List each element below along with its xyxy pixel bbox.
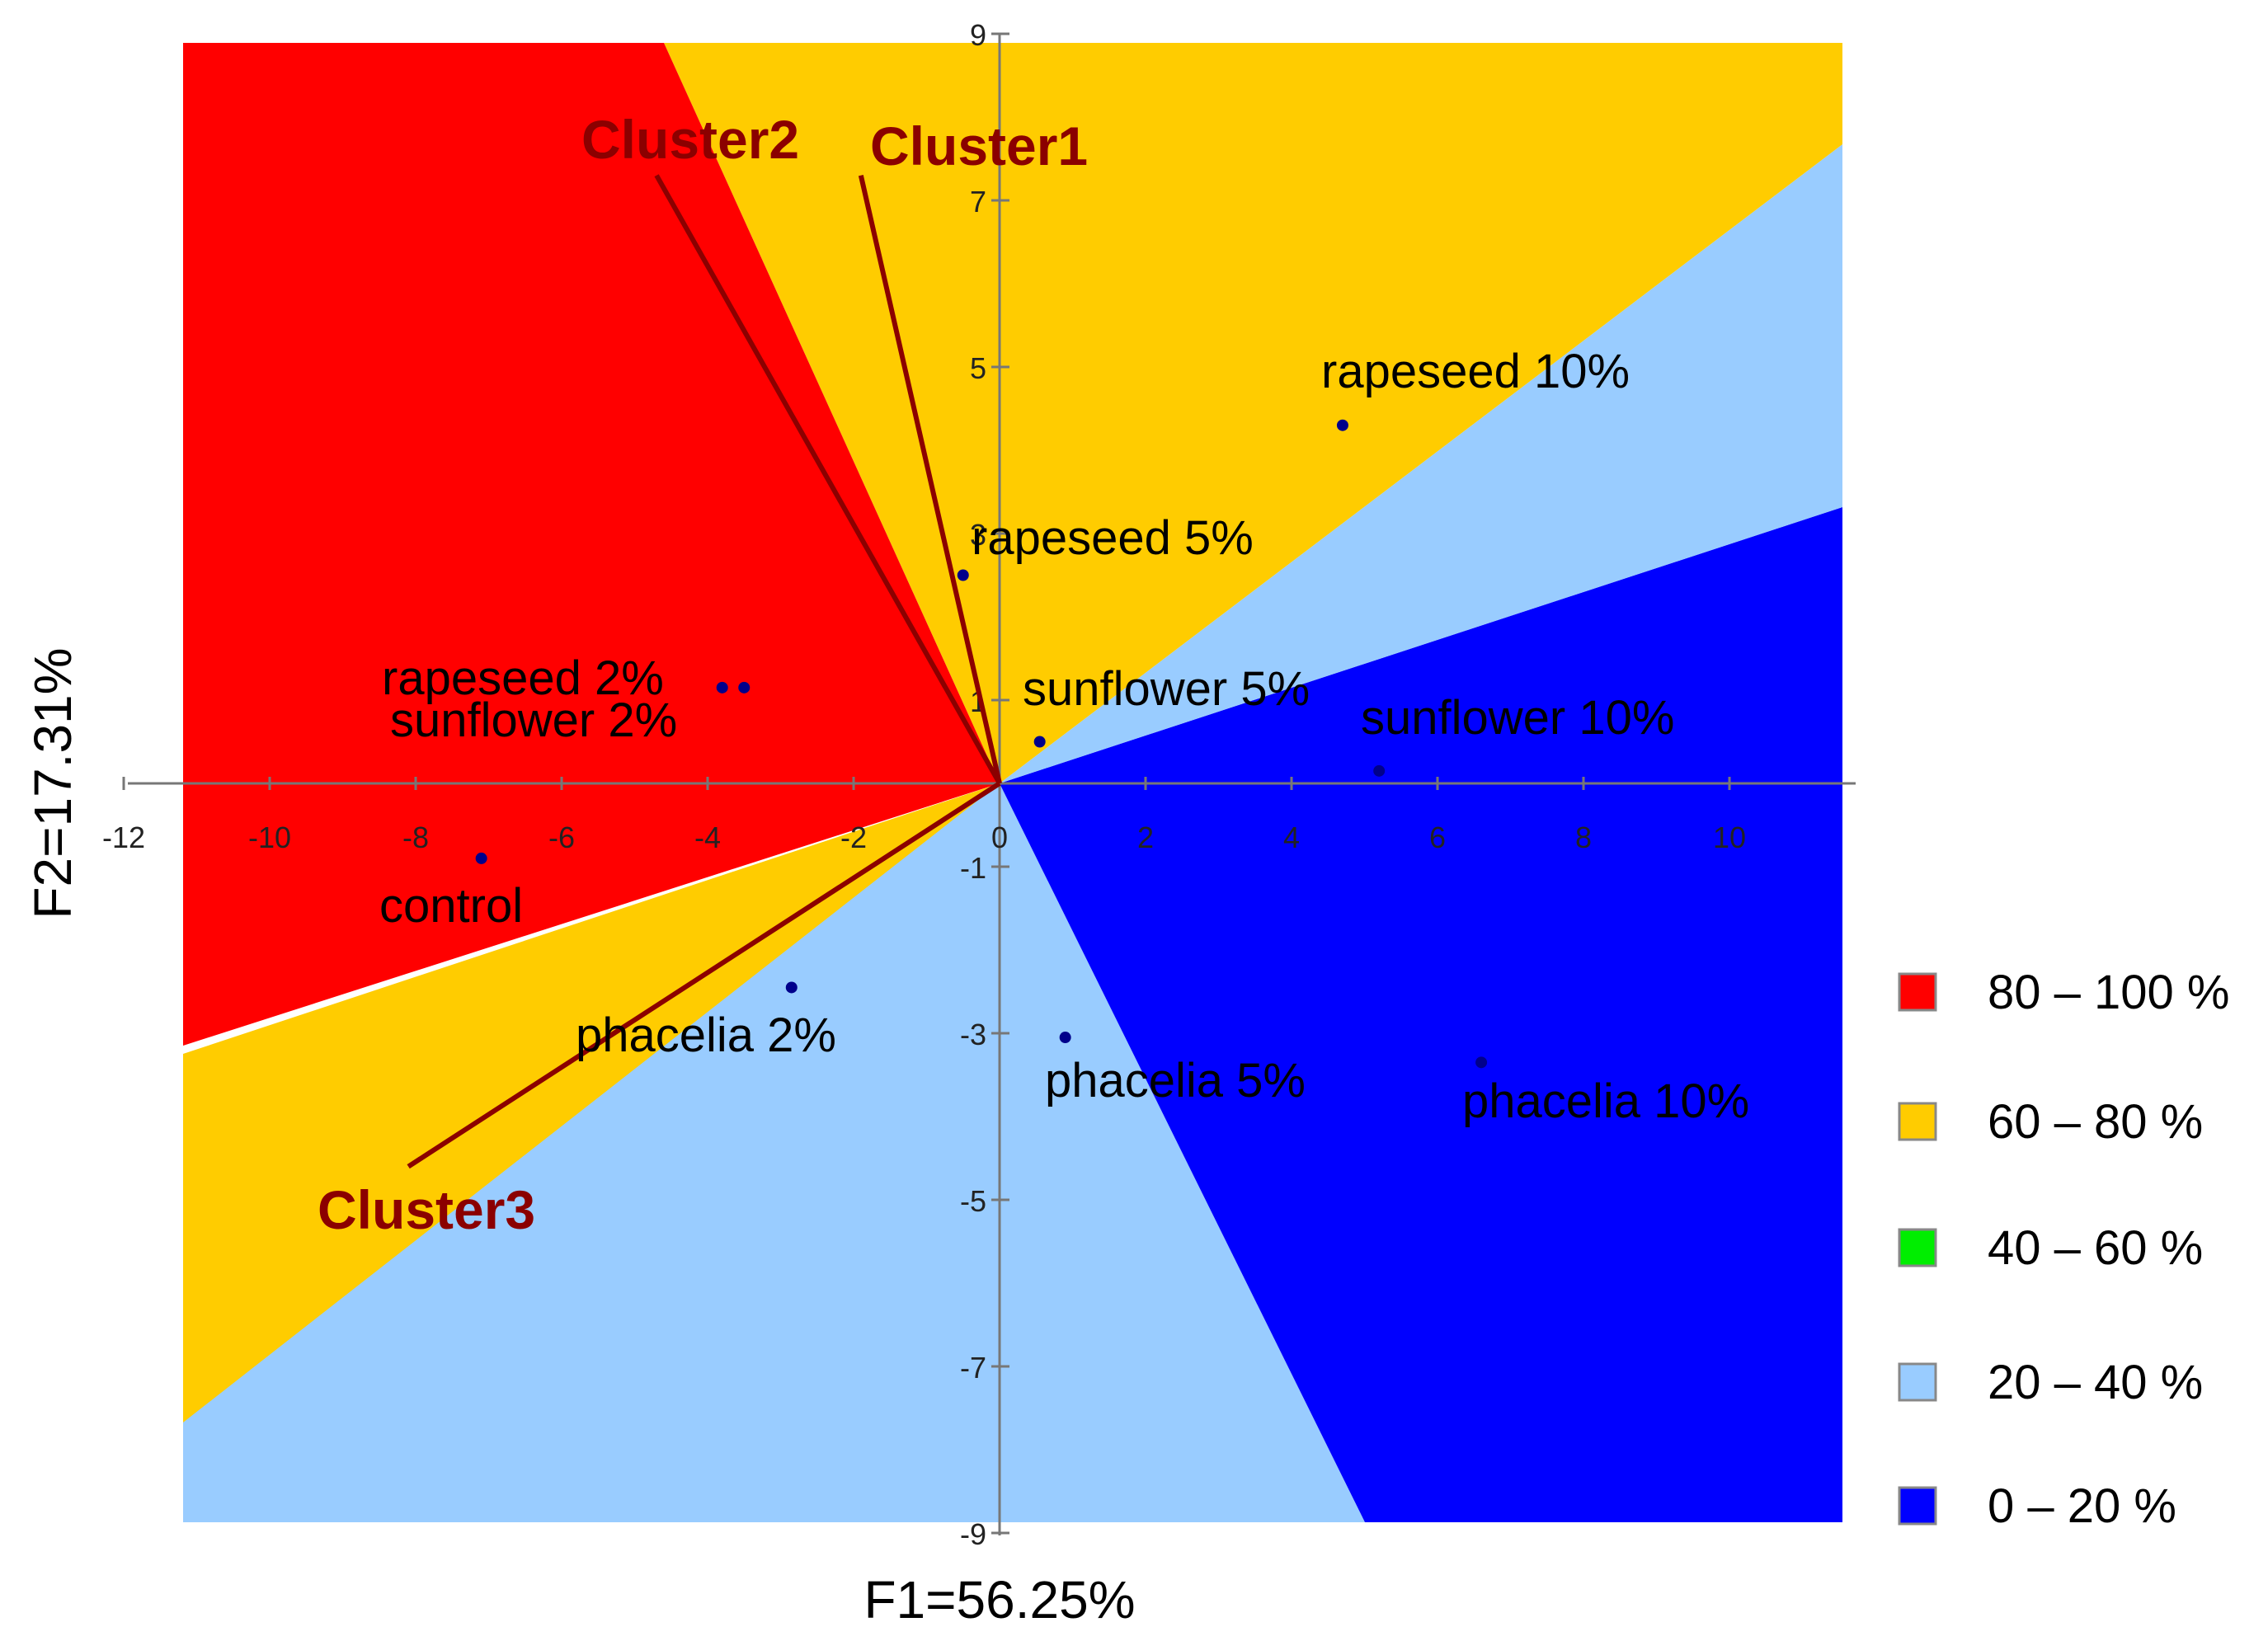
y-tick-label: -3 <box>960 1018 986 1051</box>
cluster-label: Cluster1 <box>870 115 1088 176</box>
legend-label: 20 – 40 % <box>1988 1356 2203 1409</box>
point-label: phacelia 5% <box>1045 1054 1306 1107</box>
region-80-100-left <box>183 43 1000 1046</box>
data-point <box>475 852 487 864</box>
y-tick-label: -9 <box>960 1517 986 1551</box>
x-axis-label: F1=56.25% <box>863 1570 1135 1629</box>
y-tick-label: -1 <box>960 851 986 885</box>
point-label: sunflower 2% <box>390 694 677 747</box>
x-tick-label: -2 <box>840 820 867 854</box>
y-tick-label: 7 <box>970 185 986 219</box>
legend-label: 0 – 20 % <box>1988 1479 2176 1533</box>
data-point <box>1373 764 1386 777</box>
cluster-vector <box>858 175 1002 784</box>
x-tick-label: -8 <box>402 820 429 854</box>
legend-label: 60 – 80 % <box>1988 1095 2203 1149</box>
region-areas <box>183 43 1842 1522</box>
data-point <box>1475 1056 1488 1069</box>
legend-swatch <box>1898 1102 1937 1141</box>
point-label: rapeseed 10% <box>1321 345 1630 398</box>
data-point <box>716 681 728 694</box>
legend-swatch <box>1898 1486 1937 1526</box>
y-axis-label: F2=17.31% <box>23 647 82 919</box>
point-label: sunflower 5% <box>1023 662 1310 716</box>
y-tick-label: -7 <box>960 1351 986 1385</box>
legend-swatch <box>1898 1228 1937 1267</box>
data-point <box>1336 419 1348 431</box>
x-tick-label: -4 <box>694 820 721 854</box>
data-point <box>738 681 751 694</box>
cluster-label: Cluster3 <box>318 1179 535 1240</box>
data-point <box>957 569 969 581</box>
data-points: rapeseed 10%rapeseed 5%rapeseed 2%sunflo… <box>379 345 1749 1128</box>
point-label: rapeseed 2% <box>382 651 664 705</box>
data-point <box>785 981 798 994</box>
legend-swatch <box>1898 1362 1937 1402</box>
x-tick-label: -6 <box>548 820 575 854</box>
legend-swatch <box>1898 972 1937 1012</box>
x-tick-label: 2 <box>1137 820 1154 854</box>
region-0-20-lower <box>1000 783 1842 1522</box>
x-tick-label: 4 <box>1283 820 1300 854</box>
point-label: rapeseed 5% <box>972 511 1254 565</box>
point-label: phacelia 10% <box>1462 1074 1749 1128</box>
data-point <box>1033 736 1046 748</box>
legend-label: 80 – 100 % <box>1988 966 2229 1019</box>
y-tick-label: 5 <box>970 351 986 385</box>
x-tick-label: -10 <box>248 820 291 854</box>
x-tick-label: 0 <box>991 820 1008 854</box>
data-point <box>1059 1032 1071 1044</box>
cluster-vector <box>407 781 1001 1169</box>
y-tick-label: 3 <box>970 518 986 552</box>
cluster-label: Cluster2 <box>581 109 799 170</box>
cluster-vector <box>654 174 1002 785</box>
y-tick-label: -5 <box>960 1184 986 1218</box>
region-20-40-lower <box>183 783 1365 1522</box>
legend: 80 – 100 % 60 – 80 % 40 – 60 % 20 – 40 % 0 –… <box>1898 966 2229 1533</box>
x-tick-label: -12 <box>102 820 145 854</box>
x-tick-label: 10 <box>1713 820 1746 854</box>
point-label: control <box>379 879 523 933</box>
legend-label: 40 – 60 % <box>1988 1221 2203 1275</box>
x-tick-label: 6 <box>1429 820 1446 854</box>
x-tick-label: 8 <box>1575 820 1592 854</box>
point-label: sunflower 10% <box>1361 691 1674 745</box>
y-tick-label: 9 <box>970 18 986 52</box>
point-label: phacelia 2% <box>576 1009 836 1062</box>
